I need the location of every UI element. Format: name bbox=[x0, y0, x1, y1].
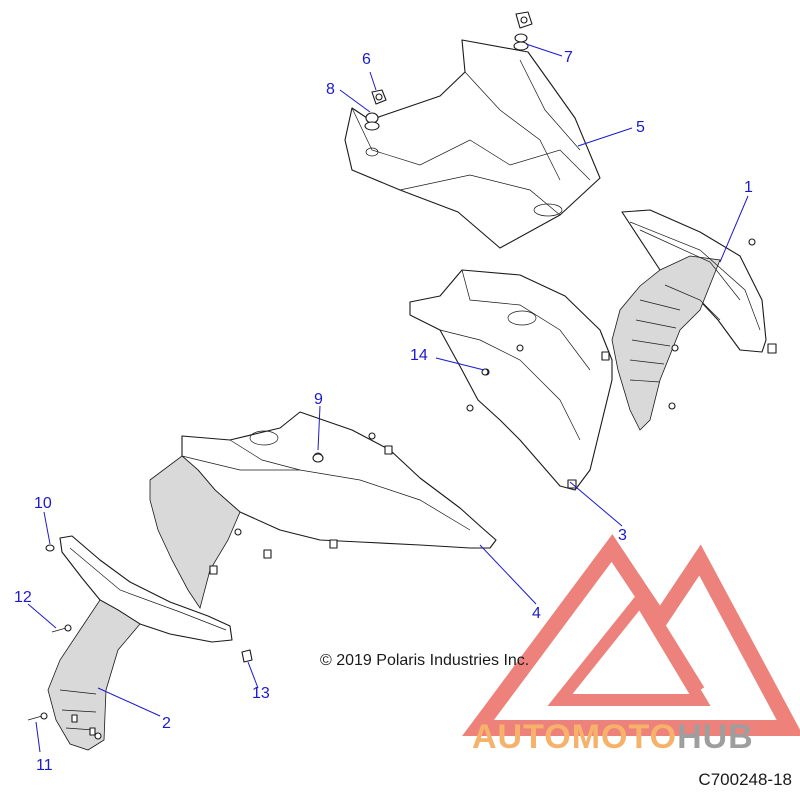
callout-7: 7 bbox=[564, 49, 573, 66]
callout-10: 10 bbox=[34, 495, 52, 512]
callout-4: 4 bbox=[532, 605, 541, 622]
callout-8: 8 bbox=[326, 81, 335, 98]
callout-14: 14 bbox=[410, 347, 428, 364]
callout-5: 5 bbox=[636, 119, 645, 136]
fastener-12 bbox=[51, 624, 72, 633]
copyright-notice: © 2019 Polaris Industries Inc. bbox=[320, 652, 530, 669]
leader-lines bbox=[27, 43, 749, 753]
watermark-word-1: AUTOMOTO bbox=[472, 718, 678, 756]
callout-1: 1 bbox=[744, 179, 753, 196]
fastener-9 bbox=[312, 453, 324, 463]
part-1-side-panel bbox=[611, 209, 777, 431]
watermark-logo bbox=[462, 534, 800, 736]
part-2-fender bbox=[47, 535, 233, 751]
fastener-14 bbox=[481, 368, 489, 376]
callout-3: 3 bbox=[618, 527, 627, 544]
fastener-13 bbox=[241, 649, 253, 663]
callout-13: 13 bbox=[252, 685, 270, 702]
fastener-10 bbox=[45, 544, 55, 552]
callout-labels: 1 2 3 4 5 6 7 8 9 10 11 12 13 14 bbox=[14, 49, 753, 774]
diagram-code: C700248-18 bbox=[698, 770, 792, 789]
part-3-inner-panel bbox=[409, 269, 613, 491]
callout-6: 6 bbox=[362, 51, 371, 68]
part-4-lower-cowl bbox=[149, 411, 497, 609]
fastener-7 bbox=[513, 11, 533, 51]
fastener-6 bbox=[371, 89, 387, 105]
callout-9: 9 bbox=[314, 391, 323, 408]
fastener-8 bbox=[364, 112, 380, 131]
callout-11: 11 bbox=[36, 757, 53, 774]
watermark-word-2: HUB bbox=[677, 718, 754, 756]
part-5-hood bbox=[344, 39, 601, 249]
fastener-11 bbox=[27, 712, 48, 721]
callout-2: 2 bbox=[162, 715, 171, 732]
watermark-wordmark: AUTOMOTOHUB bbox=[472, 718, 754, 757]
callout-12: 12 bbox=[14, 589, 32, 606]
